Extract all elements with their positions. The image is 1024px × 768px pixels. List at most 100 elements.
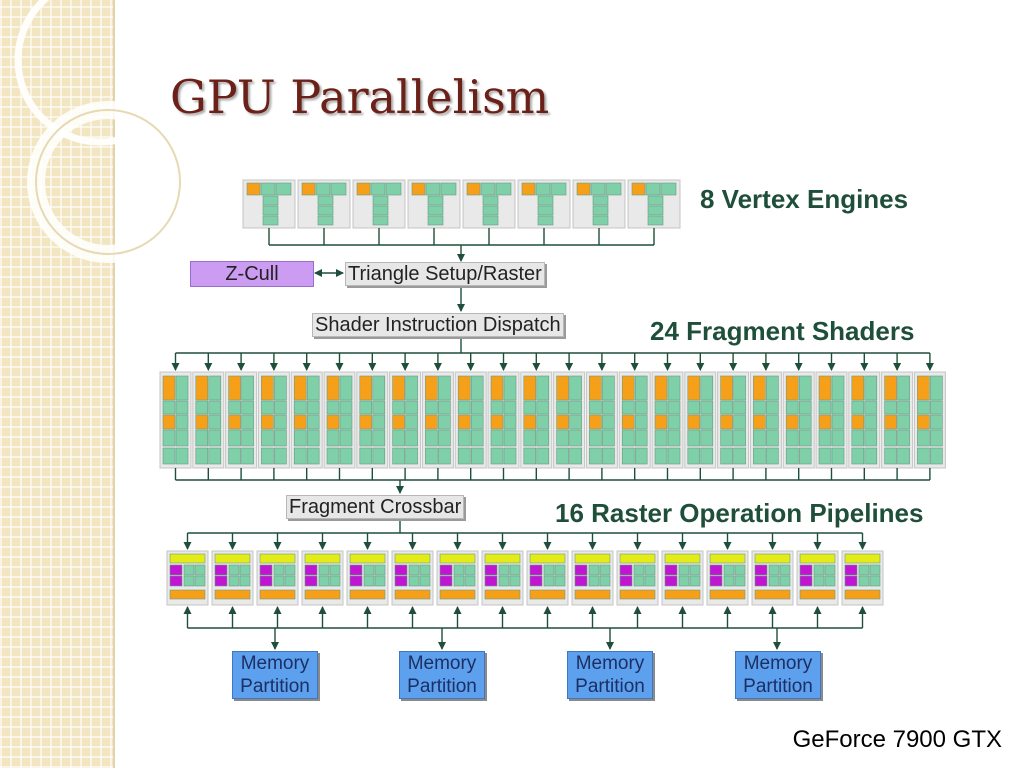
rop-unit (869, 564, 881, 576)
fragment-unit (897, 400, 910, 415)
rop-unit (419, 575, 431, 587)
rop-unit (284, 564, 296, 576)
vertex-unit (317, 205, 334, 216)
rop-unit (543, 564, 555, 576)
fragment-unit (897, 447, 910, 465)
rop-unit-magenta (394, 564, 408, 576)
fragment-unit (634, 447, 648, 465)
vertex-engines-heading: 8 Vertex Engines (700, 184, 909, 214)
fragment-unit (392, 447, 405, 465)
rop-unit-magenta (439, 564, 453, 576)
vertex-unit (535, 182, 551, 196)
fragment-unit-orange (162, 414, 176, 430)
rop-pipelines-group (166, 550, 884, 606)
fragment-unit-orange (884, 414, 897, 430)
fragment-unit-orange (425, 414, 438, 430)
vertex-unit (482, 195, 499, 206)
fragment-unit (372, 429, 386, 447)
vertex-unit (315, 182, 331, 196)
fragment-unit-orange (556, 414, 569, 430)
fragment-unit (359, 429, 373, 447)
fragment-unit (228, 429, 241, 447)
rop-unit (374, 575, 386, 587)
fragment-unit (490, 400, 504, 415)
fragment-unit (602, 400, 615, 415)
memory-partition-label: Partition (240, 676, 310, 697)
fragment-unit (405, 375, 418, 401)
rop-unit-yellow (214, 553, 251, 564)
rop-pipeline (616, 550, 659, 606)
fragment-unit (753, 447, 766, 465)
fragment-unit (589, 429, 602, 447)
rop-unit-yellow (754, 553, 791, 564)
rop-unit (813, 575, 825, 587)
fragment-unit (864, 447, 878, 465)
fragment-unit (438, 400, 451, 415)
decorative-circles (14, 0, 189, 263)
rop-unit (588, 564, 600, 576)
fragment-unit-orange (654, 414, 668, 430)
rop-unit (363, 575, 375, 587)
fragment-unit (851, 400, 865, 415)
fragment-unit-orange (589, 375, 602, 401)
fragment-unit (457, 400, 471, 415)
fragment-unit-orange (293, 375, 307, 401)
rop-unit-orange (349, 589, 386, 600)
vertex-unit (275, 182, 292, 196)
vertex-unit (317, 215, 334, 226)
vertex-engine (242, 179, 296, 229)
rop-unit-magenta (844, 564, 858, 576)
rop-unit (588, 575, 600, 587)
fragment-unit-orange (490, 375, 504, 401)
fragment-unit-orange (851, 375, 865, 401)
fragment-unit (785, 447, 799, 465)
vertex-unit (537, 195, 554, 206)
rop-unit-yellow (169, 553, 206, 564)
rop-pipeline (166, 550, 209, 606)
rop-unit (723, 575, 735, 587)
rop-unit (273, 575, 285, 587)
fragment-unit (339, 429, 353, 447)
rop-unit (689, 575, 701, 587)
fragment-unit (851, 429, 865, 447)
fragment-shader (487, 371, 520, 469)
fragment-unit (917, 447, 930, 465)
rop-unit-magenta (754, 564, 768, 576)
fragment-unit-orange (818, 375, 832, 401)
sidebar-divider (113, 0, 115, 768)
vertex-engine (517, 179, 571, 229)
fragment-unit-orange (359, 414, 373, 430)
vertex-unit (262, 195, 279, 206)
fragment-unit (457, 447, 471, 465)
fragment-unit (798, 447, 812, 465)
vertex-unit (645, 182, 661, 196)
fragment-unit (700, 400, 714, 415)
fragment-unit (687, 447, 701, 465)
fragment-unit (602, 447, 615, 465)
fragment-shader (684, 371, 717, 469)
memory-partition-label: Partition (575, 676, 645, 697)
rop-unit (183, 575, 195, 587)
fragment-unit (339, 414, 353, 430)
rop-unit-magenta (709, 564, 723, 576)
rop-unit (824, 564, 836, 576)
fragment-unit (405, 414, 418, 430)
fragment-unit-orange (687, 414, 701, 430)
rop-unit (183, 564, 195, 576)
fragment-unit (339, 447, 353, 465)
fragment-unit-orange (523, 375, 537, 401)
fragment-unit (831, 400, 845, 415)
fragment-unit (930, 429, 943, 447)
rop-pipeline (571, 550, 614, 606)
rop-unit-orange (169, 589, 206, 600)
fragment-unit (438, 414, 451, 430)
fragment-unit (274, 447, 287, 465)
fragment-unit (700, 447, 714, 465)
fragment-unit (470, 414, 484, 430)
fragment-unit (241, 429, 254, 447)
vertex-unit (647, 215, 664, 226)
fragment-unit (589, 447, 602, 465)
fragment-unit-orange (261, 375, 274, 401)
fragment-unit-orange (917, 375, 930, 401)
shader-dispatch-box: Shader Instruction Dispatch (312, 313, 564, 337)
